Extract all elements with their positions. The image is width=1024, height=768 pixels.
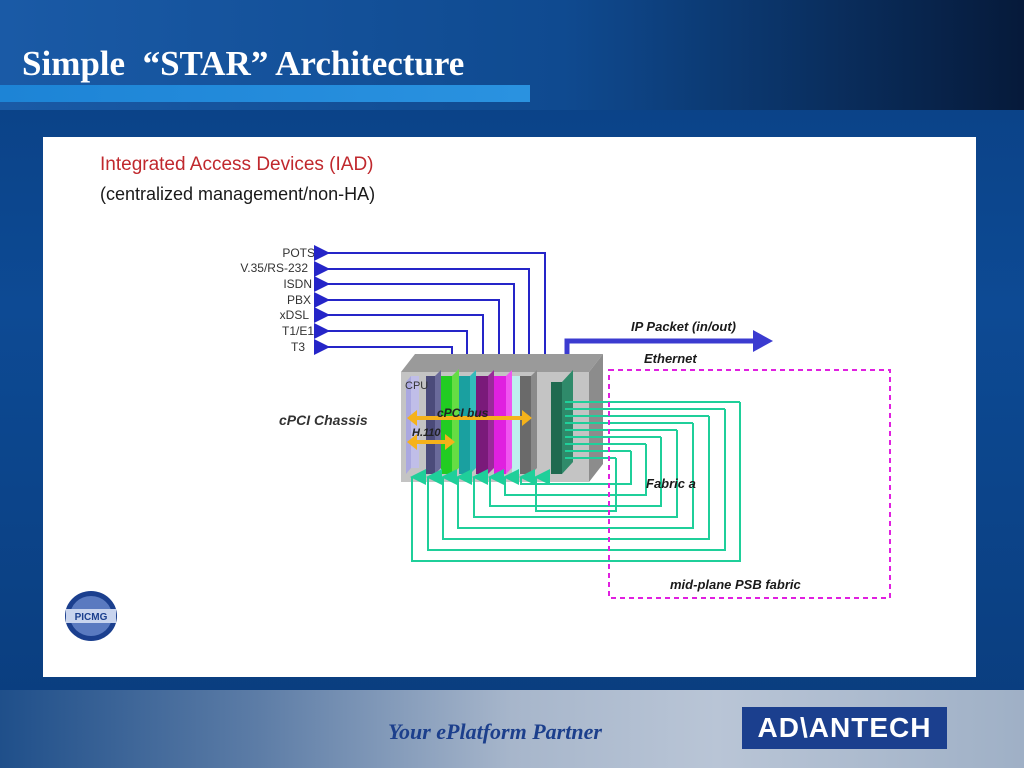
footer-tagline: Your ePlatform Partner: [388, 719, 602, 744]
slide-title: Simple “STAR” Architecture: [22, 44, 465, 83]
diagram-panel: Integrated Access Devices (IAD) (central…: [43, 137, 976, 677]
interface-label-pbx: PBX: [287, 293, 311, 307]
chassis-label: cPCI Chassis: [279, 412, 368, 428]
ethernet-arrowhead: [753, 330, 773, 352]
diagram-heading: Integrated Access Devices (IAD): [100, 154, 374, 175]
interface-label-isdn: ISDN: [283, 277, 312, 291]
cpu-label: CPU: [405, 380, 428, 392]
interface-label-t3: T3: [291, 340, 305, 354]
psb-fabric-label: mid-plane PSB fabric: [670, 577, 802, 592]
ethernet-label: Ethernet: [644, 351, 697, 366]
cpci-bus-arrow: [407, 410, 532, 426]
picmg-logo-text: PICMG: [75, 612, 108, 623]
fabric-links: [410, 401, 741, 562]
cpci-bus-label: cPCI bus: [437, 406, 489, 420]
advantech-logo: AD\ANTECH: [742, 707, 947, 749]
h110-arrow: [407, 434, 455, 450]
interface-label-xdsl: xDSL: [280, 308, 310, 322]
h110-label: H.110: [412, 427, 441, 439]
interface-label-pots: POTS: [282, 246, 315, 260]
interface-label-t1e1: T1/E1: [282, 324, 314, 338]
psb-fabric-box: [608, 369, 891, 599]
star-architecture-diagram: Integrated Access Devices (IAD) (central…: [65, 154, 891, 641]
picmg-logo: PICMG: [65, 591, 117, 641]
interface-label-v35: V.35/RS-232: [240, 261, 308, 275]
fabric-label: Fabric a: [646, 476, 696, 491]
title-underline-bar: [0, 85, 530, 102]
ip-packet-label: IP Packet (in/out): [631, 319, 736, 334]
diagram-subheading: (centralized management/non-HA): [100, 184, 375, 204]
